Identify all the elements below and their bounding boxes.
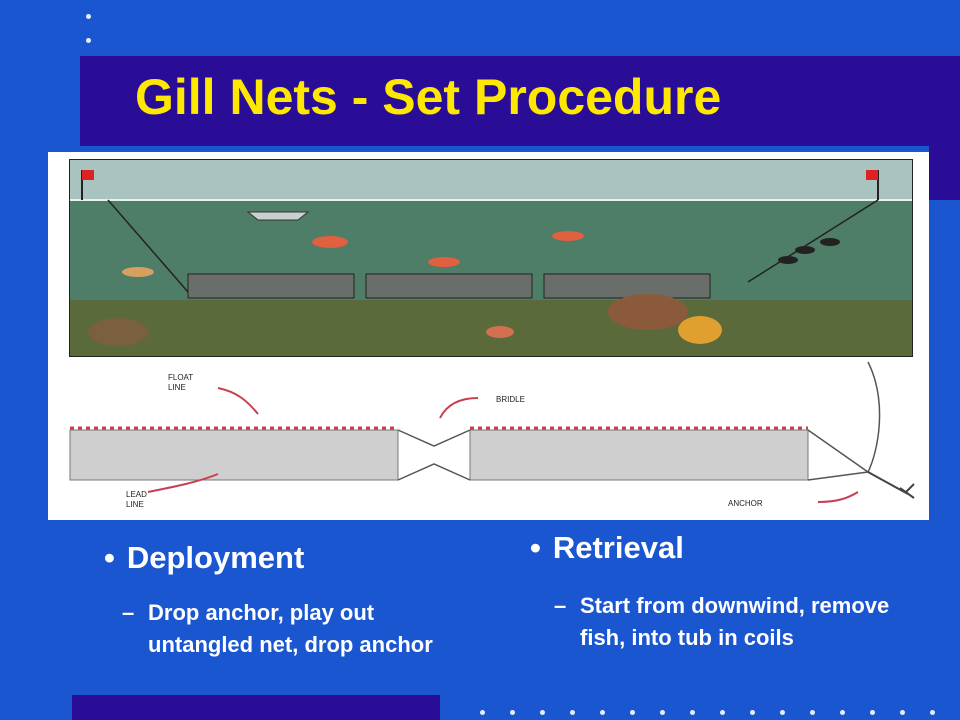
retrieval-detail: – Start from downwind, remove fish, into…	[554, 590, 940, 654]
bottom-accent-band	[72, 695, 440, 720]
retrieval-bullet: • Retrieval	[530, 530, 684, 566]
net-panel	[365, 273, 533, 299]
decorative-dot	[600, 710, 605, 715]
anchor-arrow	[817, 491, 859, 503]
decorative-dot	[870, 710, 875, 715]
gill-net-diagram: FLOAT LINE BRIDLE LEAD LINE ANCHOR	[69, 159, 915, 509]
fish-shape	[312, 236, 348, 248]
bullet-glyph: •	[530, 530, 541, 565]
fish-shape	[428, 257, 460, 267]
title-band	[80, 56, 960, 146]
lead-line-arrow	[147, 473, 219, 493]
bridle-arrow	[439, 397, 479, 419]
retrieval-detail-text: Start from downwind, remove fish, into t…	[580, 593, 890, 650]
decorative-dot	[480, 710, 485, 715]
decorative-dot	[630, 710, 635, 715]
float-line-label: FLOAT	[168, 373, 193, 382]
decorative-dot	[930, 710, 935, 715]
boat-shape	[246, 211, 310, 221]
decorative-dot	[540, 710, 545, 715]
anchor-label: ANCHOR	[728, 499, 763, 508]
decorative-dot	[780, 710, 785, 715]
float-line-arrow	[217, 387, 259, 415]
decorative-dot	[690, 710, 695, 715]
lead-line-label-line2: LINE	[126, 500, 144, 509]
decorative-dot	[840, 710, 845, 715]
bridle-line	[397, 429, 471, 481]
dash-glyph: –	[122, 600, 135, 625]
net-schematic-right	[469, 429, 809, 481]
anchor-shape	[867, 471, 915, 499]
gill-net-illustration: FLOAT LINE BRIDLE LEAD LINE ANCHOR	[48, 152, 929, 520]
fish-shape	[122, 267, 154, 277]
sky-area	[70, 160, 912, 200]
retrieval-heading: Retrieval	[552, 530, 684, 565]
decorative-dot	[720, 710, 725, 715]
deployment-detail: – Drop anchor, play out untangled net, d…	[122, 597, 468, 661]
decorative-dot	[660, 710, 665, 715]
decorative-dot	[86, 14, 91, 19]
decorative-dot	[750, 710, 755, 715]
fish-shape	[486, 326, 514, 338]
bridle-to-anchor-line	[807, 429, 869, 473]
rock-shape	[88, 318, 148, 346]
bullet-glyph: •	[104, 540, 115, 575]
fish-shape	[552, 231, 584, 241]
float-line-label-line2: LINE	[168, 383, 186, 392]
net-schematic-left	[69, 429, 399, 481]
anchor-line-right	[747, 199, 879, 283]
anchor-line-left	[107, 199, 189, 293]
fish-shape	[820, 238, 840, 246]
dash-glyph: –	[554, 593, 567, 618]
decorative-dot	[900, 710, 905, 715]
decorative-dot	[810, 710, 815, 715]
deployment-detail-text: Drop anchor, play out untangled net, dro…	[148, 600, 433, 657]
sponge-shape	[678, 316, 722, 344]
anchor-rope	[867, 361, 881, 473]
net-panel	[187, 273, 355, 299]
slide-title: Gill Nets - Set Procedure	[135, 69, 722, 125]
buoy-flag-right	[866, 170, 878, 180]
fish-shape	[778, 256, 798, 264]
deployment-bullet: • Deployment	[104, 540, 304, 576]
decorative-dot	[570, 710, 575, 715]
buoy-flag-left	[82, 170, 94, 180]
rock-shape	[608, 294, 688, 330]
bridle-label: BRIDLE	[496, 395, 525, 404]
decorative-dot	[510, 710, 515, 715]
right-accent-band	[929, 146, 960, 200]
fish-shape	[795, 246, 815, 254]
lead-line-label: LEAD	[126, 490, 147, 499]
net-panel	[543, 273, 711, 299]
deployment-heading: Deployment	[126, 540, 305, 575]
decorative-dot	[86, 38, 91, 43]
bridle-to-anchor-line	[807, 471, 869, 481]
